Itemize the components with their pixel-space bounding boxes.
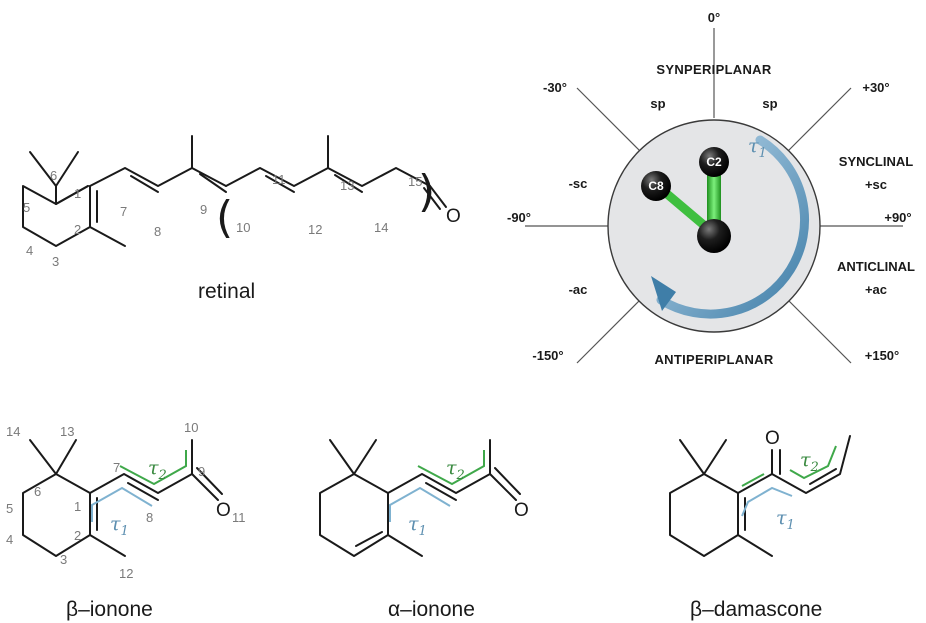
aionone-tau1-marker [389, 486, 451, 522]
bond-front [707, 168, 721, 234]
bionone-num-3: 3 [60, 552, 67, 567]
retinal-num-8: 8 [154, 224, 161, 239]
bionone-oxygen: O [216, 500, 231, 521]
bionone-num-1: 1 [74, 499, 81, 514]
bionone-tau1-marker [91, 486, 153, 522]
abbr-ac-right: +ac [865, 282, 887, 297]
retinal-num-9: 9 [200, 202, 207, 217]
retinal-chain-2 [225, 167, 431, 187]
spoke-plus150 [786, 298, 852, 364]
retinal-num-14: 14 [374, 220, 388, 235]
bdamascone-tau2: τ2 [800, 449, 819, 475]
angle-plus150: +150° [865, 348, 899, 363]
aionone-oxygen: O [514, 500, 529, 521]
retinal-paren-open: ( [216, 192, 233, 243]
atom-c2 [699, 147, 729, 177]
angle-minus150: -150° [532, 348, 563, 363]
aionone-tau2-marker [417, 450, 485, 486]
bdamascone-oxygen: O [765, 428, 780, 449]
bionone-num-11: 11 [232, 510, 246, 525]
retinal-structure: ( ) O 1 2 3 4 5 6 7 8 9 10 11 12 13 14 1… [22, 135, 461, 303]
torsion-arrow [656, 135, 810, 319]
region-synclinal: SYNCLINAL [839, 154, 913, 169]
torsion-arrow-head [651, 276, 676, 311]
retinal-chain-1 [89, 167, 227, 187]
bionone-tau2: τ2 [148, 457, 167, 483]
retinal-oxygen: O [446, 206, 461, 227]
bdamascone-tau1-marker [741, 486, 793, 517]
retinal-num-10: 10 [236, 220, 250, 235]
beta-ionone-structure: O τ1 τ2 1 2 3 4 5 6 7 8 9 10 11 12 13 14… [6, 420, 246, 621]
angle-minus90: -90° [507, 210, 531, 225]
retinal-num-3: 3 [52, 254, 59, 269]
angle-plus30: +30° [862, 80, 889, 95]
abbr-sp-right: sp [762, 96, 777, 111]
retinal-num-4: 4 [26, 243, 33, 258]
angle-plus90: +90° [884, 210, 911, 225]
bionone-tau2-marker [119, 450, 187, 486]
bdamascone-tau2-marker-b [789, 445, 837, 480]
abbr-sc-right: +sc [865, 177, 887, 192]
retinal-paren-close: ) [418, 166, 435, 217]
beta-damascone-structure: O τ1 τ2 β–damascone [669, 428, 851, 621]
bionone-num-9: 9 [198, 464, 205, 479]
bdamascone-tau1: τ1 [776, 507, 795, 533]
newman-projection: C8 C2 τ1 0° -30° +30° -90° +90° -150° +1… [507, 10, 915, 367]
atom-c8 [641, 171, 671, 201]
retinal-num-7: 7 [120, 204, 127, 219]
atom-c2-label: C2 [706, 155, 722, 169]
bdamascone-name: β–damascone [690, 598, 822, 621]
bdamascone-tau2-marker-a [741, 473, 765, 487]
retinal-num-5: 5 [23, 200, 30, 215]
retinal-num-2: 2 [74, 222, 81, 237]
retinal-num-6: 6 [50, 168, 57, 183]
bionone-num-14: 14 [6, 424, 20, 439]
bionone-num-6: 6 [34, 484, 41, 499]
alpha-ionone-structure: O τ1 τ2 α–ionone [319, 439, 529, 621]
bionone-num-13: 13 [60, 424, 74, 439]
central-carbon [697, 219, 731, 253]
spoke-minus30 [576, 87, 642, 153]
bionone-tau1: τ1 [110, 513, 129, 539]
retinal-num-13: 13 [340, 178, 354, 193]
bionone-num-7: 7 [113, 460, 120, 475]
region-synperiplanar: SYNPERIPLANAR [656, 62, 771, 77]
bionone-num-10: 10 [184, 420, 198, 435]
spoke-plus30 [786, 87, 852, 153]
region-antiperiplanar: ANTIPERIPLANAR [654, 352, 773, 367]
bionone-num-5: 5 [6, 501, 13, 516]
retinal-name: retinal [198, 280, 255, 303]
abbr-ac-left: -ac [569, 282, 588, 297]
bionone-num-4: 4 [6, 532, 13, 547]
retinal-num-15: 15 [408, 174, 422, 189]
region-anticlinal: ANTICLINAL [837, 259, 915, 274]
retinal-num-11: 11 [272, 172, 286, 187]
angle-minus30: -30° [543, 80, 567, 95]
aionone-tau1: τ1 [408, 513, 427, 539]
abbr-sc-left: -sc [569, 176, 588, 191]
spoke-minus150 [576, 298, 642, 364]
bionone-num-12: 12 [119, 566, 133, 581]
retinal-num-1: 1 [74, 186, 81, 201]
bionone-num-2: 2 [74, 528, 81, 543]
atom-c8-label: C8 [648, 179, 664, 193]
angle-0: 0° [708, 10, 720, 25]
aionone-tau2: τ2 [446, 457, 465, 483]
aionone-name: α–ionone [388, 598, 475, 621]
retinal-num-12: 12 [308, 222, 322, 237]
bionone-num-8: 8 [146, 510, 153, 525]
newman-tau-label: τ1 [748, 135, 767, 161]
abbr-sp-left: sp [650, 96, 665, 111]
bionone-name: β–ionone [66, 598, 153, 621]
